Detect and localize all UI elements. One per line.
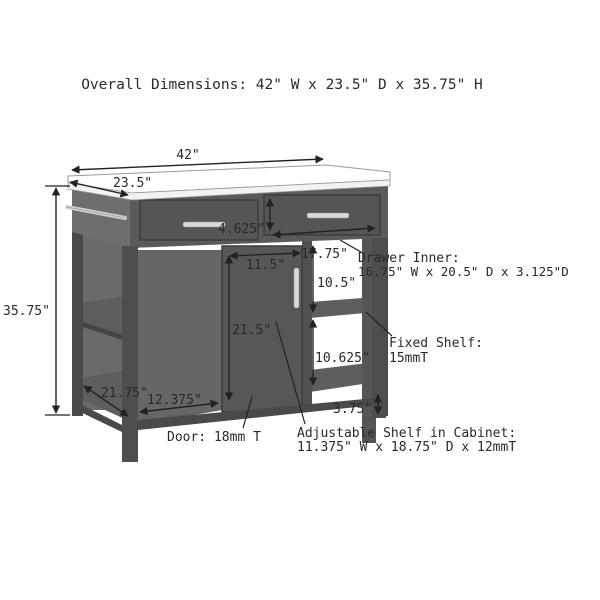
drawer-inner-title: Drawer Inner: xyxy=(358,251,460,266)
dimension-labels: 42" 23.5" 35.75" 4.625" 17.75" 11.5" 10.… xyxy=(3,148,372,417)
cabinet-height-label: 21.5" xyxy=(232,323,271,338)
cabinet-width-label: 11.5" xyxy=(246,258,285,273)
drawer-width-label: 17.75" xyxy=(301,247,348,262)
front-left-leg xyxy=(122,246,138,462)
shelf-width-label: 12.375" xyxy=(147,393,202,408)
dimension-lines xyxy=(45,155,393,429)
width-label: 42" xyxy=(176,148,199,163)
right-bottom-shelf xyxy=(310,362,376,392)
adjustable-shelf-size: 11.375" W x 18.75" D x 12mmT xyxy=(297,440,516,455)
right-fixed-shelf xyxy=(310,297,376,318)
fixed-shelf-title: Fixed Shelf: xyxy=(389,336,483,351)
back-left-leg xyxy=(72,188,83,416)
notes: Drawer Inner: 16.75" W x 20.5" D x 3.125… xyxy=(167,251,569,455)
lower-opening-label: 10.625" xyxy=(315,351,370,366)
drawer-inner-size: 16.75" W x 20.5" D x 3.125"D xyxy=(358,264,569,279)
bottom-clearance-label: 3.75" xyxy=(333,402,372,417)
door-handle xyxy=(293,267,300,309)
side-opening-label: 10.5" xyxy=(317,276,356,291)
overall-dimensions-title: Overall Dimensions: 42" W x 23.5" D x 35… xyxy=(81,77,483,93)
door-thickness-note: Door: 18mm T xyxy=(167,430,261,445)
right-drawer-handle xyxy=(306,212,350,219)
fixed-shelf-thickness: 15mmT xyxy=(389,351,428,366)
left-drawer-handle xyxy=(182,221,226,228)
height-label: 35.75" xyxy=(3,304,50,319)
left-drawer xyxy=(139,199,259,241)
side-apron xyxy=(72,188,130,248)
shelf-depth-label: 21.75" xyxy=(101,386,148,401)
bottom-front-rail xyxy=(138,398,376,430)
drawer-height-label: 4.625" xyxy=(218,222,265,237)
cabinet-side xyxy=(138,250,222,420)
front-right-leg xyxy=(372,238,386,418)
adjustable-shelf-title: Adjustable Shelf in Cabinet: xyxy=(297,426,516,441)
depth-label: 23.5" xyxy=(113,176,152,191)
